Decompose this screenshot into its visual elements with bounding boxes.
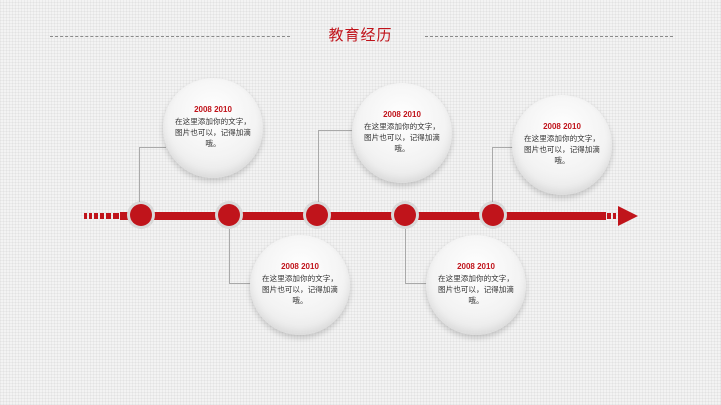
milestone-year: 2008 2010 — [194, 105, 232, 114]
milestone-bubble-3: 2008 2010 在这里添加你的文字，图片也可以，记得加滴哦。 — [352, 83, 452, 183]
milestone-text: 在这里添加你的文字，图片也可以，记得加滴哦。 — [524, 134, 600, 165]
milestone-year: 2008 2010 — [383, 110, 421, 119]
milestone-bubble-2: 2008 2010 在这里添加你的文字，图片也可以，记得加滴哦。 — [250, 235, 350, 335]
milestone-year: 2008 2010 — [543, 122, 581, 131]
connector-1 — [139, 147, 166, 202]
milestone-text: 在这里添加你的文字，图片也可以，记得加滴哦。 — [364, 122, 440, 153]
connector-4 — [405, 229, 430, 284]
title-divider-left — [50, 36, 290, 37]
connector-3 — [318, 130, 355, 202]
milestone-bubble-1: 2008 2010 在这里添加你的文字，图片也可以，记得加滴哦。 — [163, 78, 263, 178]
milestone-text: 在这里添加你的文字，图片也可以，记得加滴哦。 — [438, 274, 514, 305]
milestone-text: 在这里添加你的文字，图片也可以，记得加滴哦。 — [175, 117, 251, 148]
milestone-text: 在这里添加你的文字，图片也可以，记得加滴哦。 — [262, 274, 338, 305]
milestone-year: 2008 2010 — [457, 262, 495, 271]
page-title: 教育经历 — [328, 26, 393, 44]
title-divider-right — [425, 36, 673, 37]
milestone-year: 2008 2010 — [281, 262, 319, 271]
milestone-bubble-4: 2008 2010 在这里添加你的文字，图片也可以，记得加滴哦。 — [426, 235, 526, 335]
connector-5 — [492, 147, 515, 202]
milestone-bubble-5: 2008 2010 在这里添加你的文字，图片也可以，记得加滴哦。 — [512, 95, 612, 195]
connector-2 — [229, 229, 254, 284]
